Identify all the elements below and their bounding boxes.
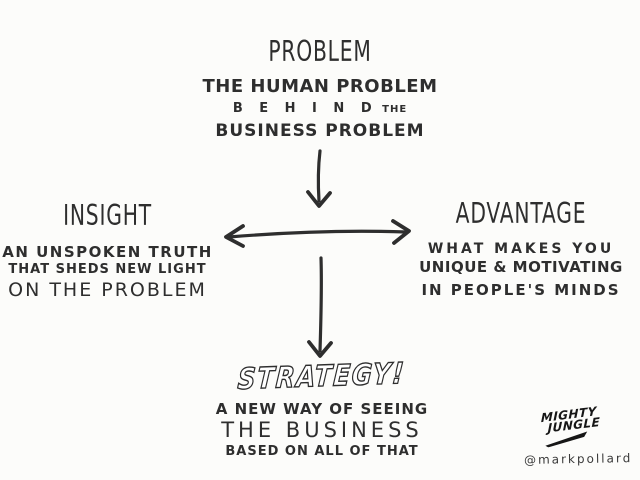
strategy-line3: BASED ON ALL OF THAT — [225, 444, 419, 459]
problem-line2: B E H I N D THE — [190, 101, 450, 118]
strategy-title: STRATEGY! — [236, 355, 407, 396]
advantage-node: ADVANTAGE WHAT MAKES YOU UNIQUE & MOTIVA… — [410, 198, 632, 300]
advantage-title: ADVANTAGE — [455, 198, 587, 231]
advantage-line3: IN PEOPLE'S MINDS — [421, 281, 621, 299]
mighty-jungle-logo: MIGHTY JUNGLE — [540, 404, 601, 449]
author-handle: @markpollard — [523, 451, 633, 467]
insight-title: INSIGHT — [63, 200, 152, 233]
strategy-line2: THE BUSINESS — [221, 418, 423, 442]
arrow-down-center-to-strategy-icon — [307, 256, 333, 358]
insight-line2: THAT SHEDS NEW LIGHT — [8, 262, 207, 277]
strategy-node: STRATEGY! A NEW WAY OF SEEING THE BUSINE… — [198, 355, 446, 460]
problem-line2-the: THE — [382, 104, 408, 115]
insight-node: INSIGHT AN UNSPOKEN TRUTH THAT SHEDS NEW… — [0, 200, 215, 302]
arrow-down-problem-to-center-icon — [306, 149, 332, 208]
problem-line1: THE HUMAN PROBLEM — [202, 76, 438, 97]
problem-title: PROBLEM — [268, 36, 372, 69]
problem-line3: BUSINESS PROBLEM — [215, 121, 425, 141]
problem-node: PROBLEM THE HUMAN PROBLEM B E H I N D TH… — [190, 36, 450, 142]
advantage-line2: UNIQUE & MOTIVATING — [419, 258, 623, 276]
insight-line3: ON THE PROBLEM — [8, 279, 207, 301]
logo-swoosh-icon — [545, 431, 588, 448]
problem-line2-behind: B E H I N D — [232, 101, 378, 116]
advantage-line1: WHAT MAKES YOU — [427, 241, 615, 257]
arrow-double-insight-advantage-icon — [224, 219, 411, 248]
logo-line2: JUNGLE — [547, 414, 601, 436]
insight-line1: AN UNSPOKEN TRUTH — [2, 243, 213, 261]
strategy-line1: A NEW WAY OF SEEING — [215, 400, 429, 418]
